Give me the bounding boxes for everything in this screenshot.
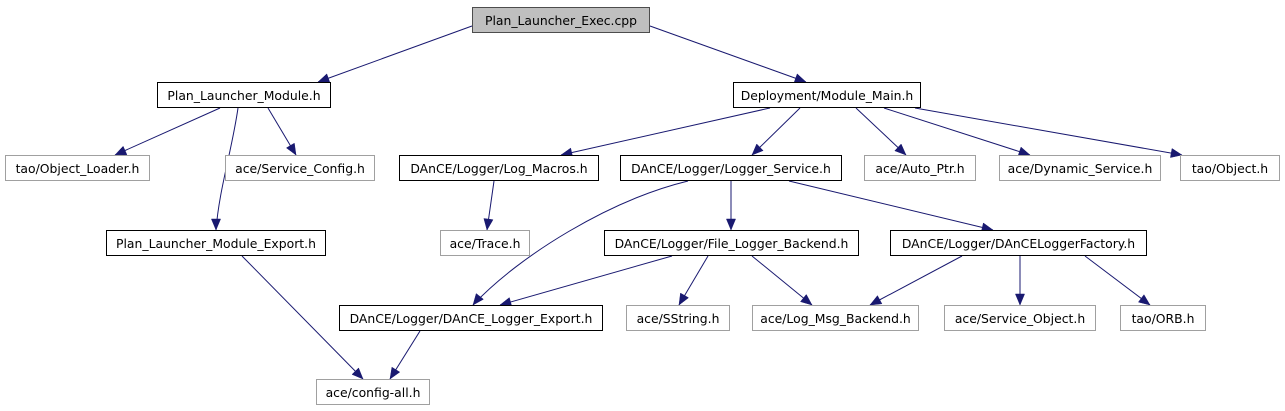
graph-node-label: ace/SString.h <box>636 310 720 326</box>
arrow-head <box>800 294 813 306</box>
arrow-head <box>351 367 364 380</box>
graph-node-n14[interactable]: DAnCE/Logger/DAnCE_Logger_Export.h <box>339 305 603 331</box>
edge-deploy-to-autoptr <box>855 107 907 156</box>
graph-node-n2[interactable]: Deployment/Module_Main.h <box>733 82 921 108</box>
graph-node-label: ace/Log_Msg_Backend.h <box>760 310 911 326</box>
graph-node-label: Plan_Launcher_Module_Export.h <box>116 235 316 251</box>
graph-node-n15[interactable]: ace/SString.h <box>626 305 730 331</box>
edge-loggerexport-to-configall <box>389 330 421 380</box>
graph-node-label: DAnCE/Logger/File_Logger_Backend.h <box>614 235 849 251</box>
graph-node-n7[interactable]: ace/Auto_Ptr.h <box>864 155 976 181</box>
edge-filebackend-to-logmsg <box>751 255 813 306</box>
graph-node-n9[interactable]: tao/Object.h <box>1180 155 1280 181</box>
graph-node-label: tao/Object_Loader.h <box>15 160 140 176</box>
edge-filebackend-to-export <box>499 255 673 307</box>
graph-node-label: ace/Service_Config.h <box>235 160 365 176</box>
graph-node-label: ace/Trace.h <box>449 235 521 251</box>
graph-node-label: tao/ORB.h <box>1131 310 1195 326</box>
graph-node-label: DAnCE/Logger/DAnCE_Logger_Export.h <box>349 310 593 326</box>
edge-factory-to-orb <box>1084 255 1151 306</box>
graph-node-label: Plan_Launcher_Module.h <box>167 87 321 103</box>
edge-factory-to-logmsg <box>869 255 963 306</box>
graph-node-label: DAnCE/Logger/Log_Macros.h <box>410 160 588 176</box>
graph-node-n13[interactable]: DAnCE/Logger/DAnCELoggerFactory.h <box>890 230 1147 256</box>
graph-node-label: ace/Service_Object.h <box>954 310 1086 326</box>
graph-node-n16[interactable]: ace/Log_Msg_Backend.h <box>752 305 919 331</box>
graph-node-n0[interactable]: Plan_Launcher_Exec.cpp <box>472 7 650 33</box>
arrow-head <box>1015 293 1025 306</box>
arrow-head <box>751 143 764 156</box>
edge-filebackend-to-sstring <box>678 255 709 306</box>
edge-exec-to-deployment <box>649 25 807 83</box>
edge-module-to-serviceconfig <box>267 107 297 156</box>
arrow-head <box>678 292 689 306</box>
graph-node-label: DAnCE/Logger/DAnCELoggerFactory.h <box>901 235 1136 251</box>
edge-export-to-configall <box>241 255 364 380</box>
graph-node-n19[interactable]: ace/config-all.h <box>316 379 430 405</box>
edge-loggersvc-to-factory <box>788 180 994 233</box>
edge-logmacros-to-trace <box>483 180 495 231</box>
graph-node-n17[interactable]: ace/Service_Object.h <box>944 305 1096 331</box>
arrow-head <box>211 218 221 231</box>
graph-node-n3[interactable]: tao/Object_Loader.h <box>5 155 150 181</box>
graph-node-n10[interactable]: Plan_Launcher_Module_Export.h <box>106 230 326 256</box>
edge-loggersvc-to-filebackend <box>726 181 736 231</box>
arrow-head <box>869 295 883 306</box>
graph-node-label: Plan_Launcher_Exec.cpp <box>484 12 638 28</box>
edge-loggersvc-to-loggerexport <box>472 180 689 306</box>
arrow-head <box>726 218 736 231</box>
arrow-head <box>1170 148 1183 158</box>
graph-node-label: ace/config-all.h <box>325 384 421 400</box>
graph-node-n18[interactable]: tao/ORB.h <box>1120 305 1206 331</box>
graph-node-n11[interactable]: ace/Trace.h <box>440 230 530 256</box>
arrow-head <box>389 366 401 380</box>
graph-node-label: ace/Dynamic_Service.h <box>1007 160 1153 176</box>
arrow-head <box>894 143 907 156</box>
edge-exec-to-module <box>317 25 473 83</box>
arrow-head <box>483 218 494 231</box>
graph-node-n5[interactable]: DAnCE/Logger/Log_Macros.h <box>399 155 599 181</box>
graph-node-label: DAnCE/Logger/Logger_Service.h <box>631 160 831 176</box>
graph-node-n12[interactable]: DAnCE/Logger/File_Logger_Backend.h <box>604 230 859 256</box>
arrow-head <box>285 142 297 156</box>
graph-node-n1[interactable]: Plan_Launcher_Module.h <box>157 82 331 108</box>
arrow-head <box>472 293 484 306</box>
arrow-head <box>114 145 128 156</box>
arrow-head <box>1138 294 1151 306</box>
edge-deploy-to-taoobject <box>914 107 1183 158</box>
edge-deploy-to-logmacros <box>560 107 771 158</box>
graph-node-label: Deployment/Module_Main.h <box>740 87 914 103</box>
graph-node-n6[interactable]: DAnCE/Logger/Logger_Service.h <box>620 155 842 181</box>
graph-node-n4[interactable]: ace/Service_Config.h <box>225 155 375 181</box>
edge-deploy-to-dynamicservice <box>883 107 1031 157</box>
graph-node-n8[interactable]: ace/Dynamic_Service.h <box>999 155 1161 181</box>
edge-factory-to-serviceobject <box>1015 256 1025 306</box>
edge-deploy-to-loggerservice <box>751 107 801 156</box>
edge-module-to-objectloader <box>114 107 221 156</box>
graph-node-label: ace/Auto_Ptr.h <box>875 160 965 176</box>
graph-node-label: tao/Object.h <box>1191 160 1269 176</box>
